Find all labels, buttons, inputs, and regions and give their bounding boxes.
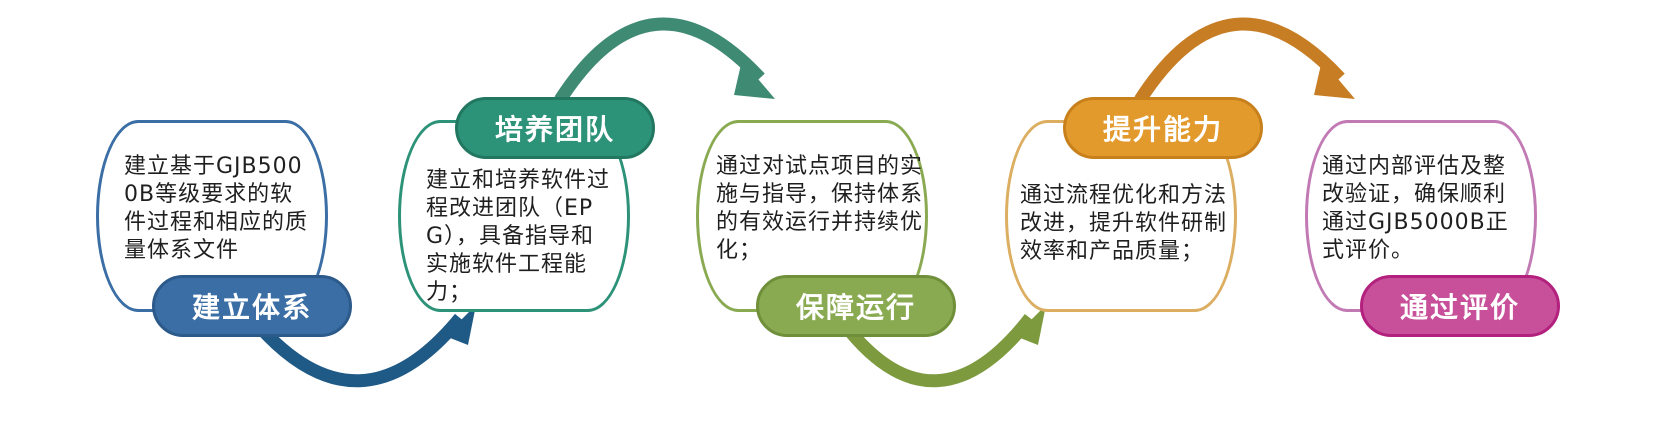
arrow-4-to-5-head [1314, 60, 1355, 99]
arrow-2-to-3-head [734, 60, 775, 99]
arrow-2-to-3 [554, 17, 765, 104]
step-4-description: 通过流程优化和方法改进，提升软件研制效率和产品质量； [1020, 183, 1228, 264]
arrow-3-to-4-head [1015, 305, 1046, 345]
arrow-1-to-2 [253, 313, 466, 388]
arrow-3-to-4 [839, 314, 1036, 388]
step-4-title: 提升能力 [1063, 97, 1263, 159]
step-1-title: 建立体系 [152, 275, 352, 337]
arrow-1-to-2-head [445, 305, 476, 345]
step-2-description: 建立和培养软件过程改进团队（EPG），具备指导和实施软件工程能力； [426, 168, 611, 305]
step-3-description: 通过对试点项目的实施与指导，保持体系的有效运行并持续优化； [716, 154, 924, 263]
step-5-description: 通过内部评估及整改验证，确保顺利通过GJB5000B正式评价。 [1322, 154, 1509, 263]
arrow-4-to-5 [1134, 17, 1345, 104]
step-5-title: 通过评价 [1360, 275, 1560, 337]
step-2-title: 培养团队 [455, 97, 655, 159]
step-3-title: 保障运行 [756, 275, 956, 337]
step-1-description: 建立基于GJB5000B等级要求的软件过程和相应的质量体系文件 [124, 154, 309, 263]
